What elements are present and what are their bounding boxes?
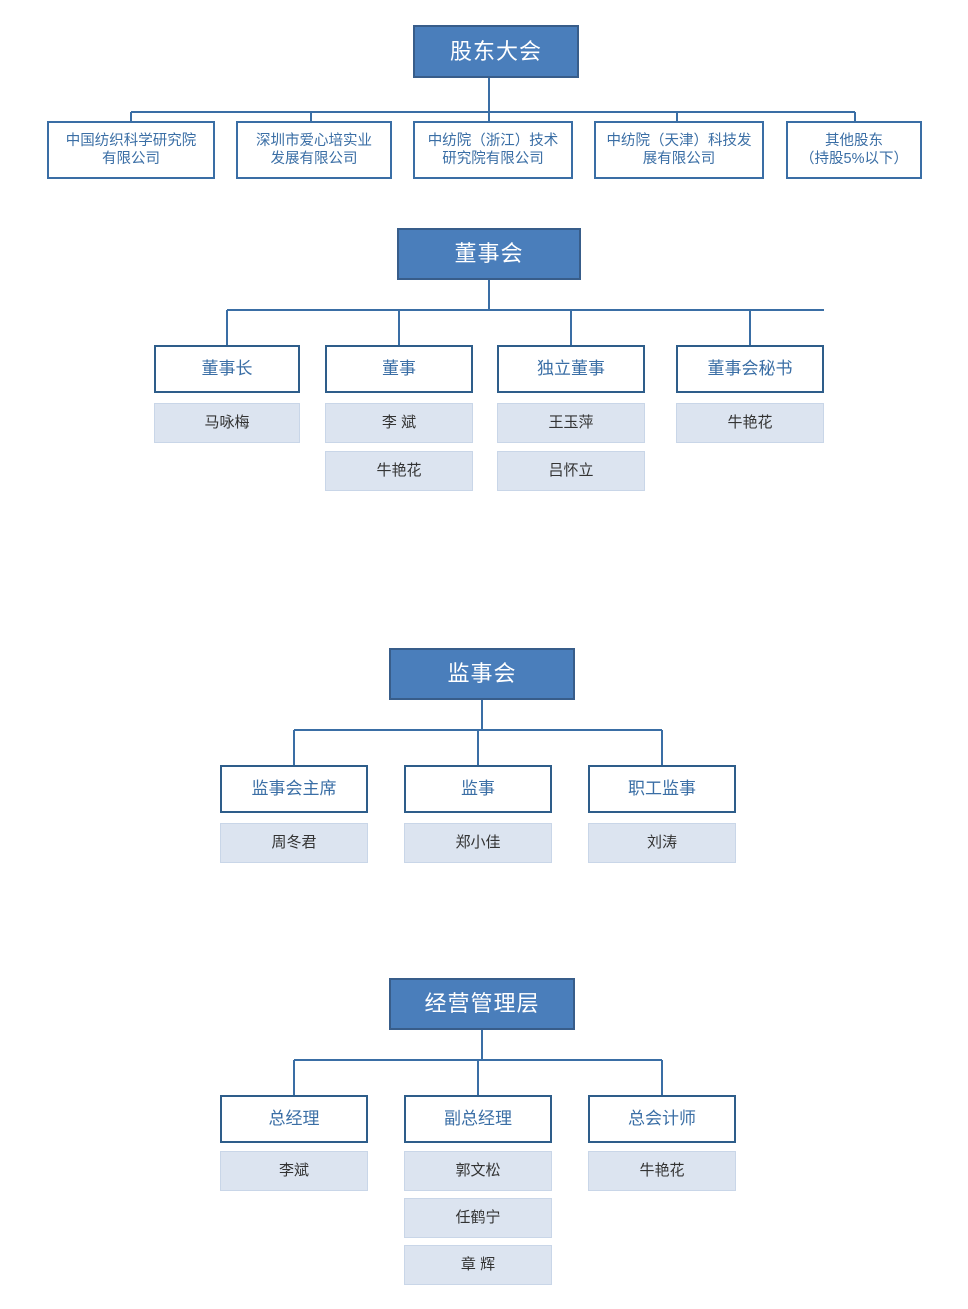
person-chip-chief-accountant-1[interactable]: 牛艳花: [588, 1151, 736, 1191]
header-shareholders-meeting-label: 股东大会: [449, 38, 542, 64]
shareholder-box-1-label: 中国纺织科学研究院 有限公司: [65, 132, 197, 167]
header-board-of-supervisors-label: 监事会: [447, 661, 517, 687]
shareholder-box-2[interactable]: 深圳市爱心培实业 发展有限公司: [236, 121, 392, 179]
position-box-general-manager-label: 总经理: [268, 1109, 320, 1129]
position-box-chief-accountant-label: 总会计师: [628, 1109, 696, 1129]
position-box-supervisor-chairman-label: 监事会主席: [251, 779, 337, 799]
person-chip-director-1-label: 李 斌: [381, 413, 417, 431]
shareholder-box-4[interactable]: 中纺院（天津）科技发 展有限公司: [594, 121, 764, 179]
position-box-independent-director[interactable]: 独立董事: [497, 345, 645, 393]
person-chip-director-2[interactable]: 牛艳花: [325, 451, 473, 491]
person-chip-director-1[interactable]: 李 斌: [325, 403, 473, 443]
header-board-of-directors-label: 董事会: [454, 241, 524, 267]
header-shareholders-meeting[interactable]: 股东大会: [413, 25, 579, 78]
person-chip-independent-director-1-label: 王玉萍: [548, 413, 594, 431]
position-box-independent-director-label: 独立董事: [537, 359, 605, 379]
position-box-board-secretary-label: 董事会秘书: [707, 359, 793, 379]
person-chip-employee-supervisor-1[interactable]: 刘涛: [588, 823, 736, 863]
person-chip-employee-supervisor-1-label: 刘涛: [646, 833, 677, 851]
person-chip-independent-director-2[interactable]: 吕怀立: [497, 451, 645, 491]
person-chip-deputy-general-manager-1[interactable]: 郭文松: [404, 1151, 552, 1191]
person-chip-general-manager-1[interactable]: 李斌: [220, 1151, 368, 1191]
person-chip-chairman-1-label: 马咏梅: [204, 413, 250, 431]
position-box-chairman-label: 董事长: [201, 359, 253, 379]
person-chip-supervisor-1-label: 郑小佳: [455, 833, 501, 851]
shareholder-box-1[interactable]: 中国纺织科学研究院 有限公司: [47, 121, 215, 179]
position-box-supervisor[interactable]: 监事: [404, 765, 552, 813]
header-management-layer[interactable]: 经营管理层: [389, 978, 575, 1030]
person-chip-supervisor-1[interactable]: 郑小佳: [404, 823, 552, 863]
person-chip-independent-director-2-label: 吕怀立: [548, 461, 594, 479]
position-box-director[interactable]: 董事: [325, 345, 473, 393]
person-chip-deputy-general-manager-2[interactable]: 任鹤宁: [404, 1198, 552, 1238]
position-box-employee-supervisor[interactable]: 职工监事: [588, 765, 736, 813]
position-box-general-manager[interactable]: 总经理: [220, 1095, 368, 1143]
person-chip-deputy-general-manager-2-label: 任鹤宁: [455, 1208, 501, 1226]
position-box-director-label: 董事: [382, 359, 416, 379]
position-box-chairman[interactable]: 董事长: [154, 345, 300, 393]
person-chip-independent-director-1[interactable]: 王玉萍: [497, 403, 645, 443]
position-box-employee-supervisor-label: 职工监事: [628, 779, 696, 799]
shareholder-box-5[interactable]: 其他股东 （持股5%以下）: [786, 121, 922, 179]
shareholder-box-4-label: 中纺院（天津）科技发 展有限公司: [606, 132, 752, 167]
position-box-deputy-general-manager-label: 副总经理: [444, 1109, 512, 1129]
position-box-supervisor-chairman[interactable]: 监事会主席: [220, 765, 368, 813]
person-chip-chairman-1[interactable]: 马咏梅: [154, 403, 300, 443]
shareholder-box-3[interactable]: 中纺院（浙江）技术 研究院有限公司: [413, 121, 573, 179]
person-chip-supervisor-chairman-1[interactable]: 周冬君: [220, 823, 368, 863]
shareholder-box-5-label: 其他股东 （持股5%以下）: [800, 132, 908, 167]
header-board-of-supervisors[interactable]: 监事会: [389, 648, 575, 700]
person-chip-deputy-general-manager-3-label: 章 辉: [460, 1255, 496, 1273]
person-chip-board-secretary-1[interactable]: 牛艳花: [676, 403, 824, 443]
position-box-deputy-general-manager[interactable]: 副总经理: [404, 1095, 552, 1143]
person-chip-deputy-general-manager-3[interactable]: 章 辉: [404, 1245, 552, 1285]
header-board-of-directors[interactable]: 董事会: [397, 228, 581, 280]
person-chip-board-secretary-1-label: 牛艳花: [727, 413, 773, 431]
position-box-chief-accountant[interactable]: 总会计师: [588, 1095, 736, 1143]
person-chip-supervisor-chairman-1-label: 周冬君: [271, 833, 317, 851]
position-box-board-secretary[interactable]: 董事会秘书: [676, 345, 824, 393]
position-box-supervisor-label: 监事: [461, 779, 495, 799]
shareholder-box-3-label: 中纺院（浙江）技术 研究院有限公司: [427, 132, 559, 167]
person-chip-deputy-general-manager-1-label: 郭文松: [455, 1161, 501, 1179]
person-chip-general-manager-1-label: 李斌: [278, 1161, 309, 1179]
header-management-layer-label: 经营管理层: [424, 991, 540, 1017]
person-chip-director-2-label: 牛艳花: [376, 461, 422, 479]
shareholder-box-2-label: 深圳市爱心培实业 发展有限公司: [256, 132, 372, 167]
person-chip-chief-accountant-1-label: 牛艳花: [639, 1161, 685, 1179]
